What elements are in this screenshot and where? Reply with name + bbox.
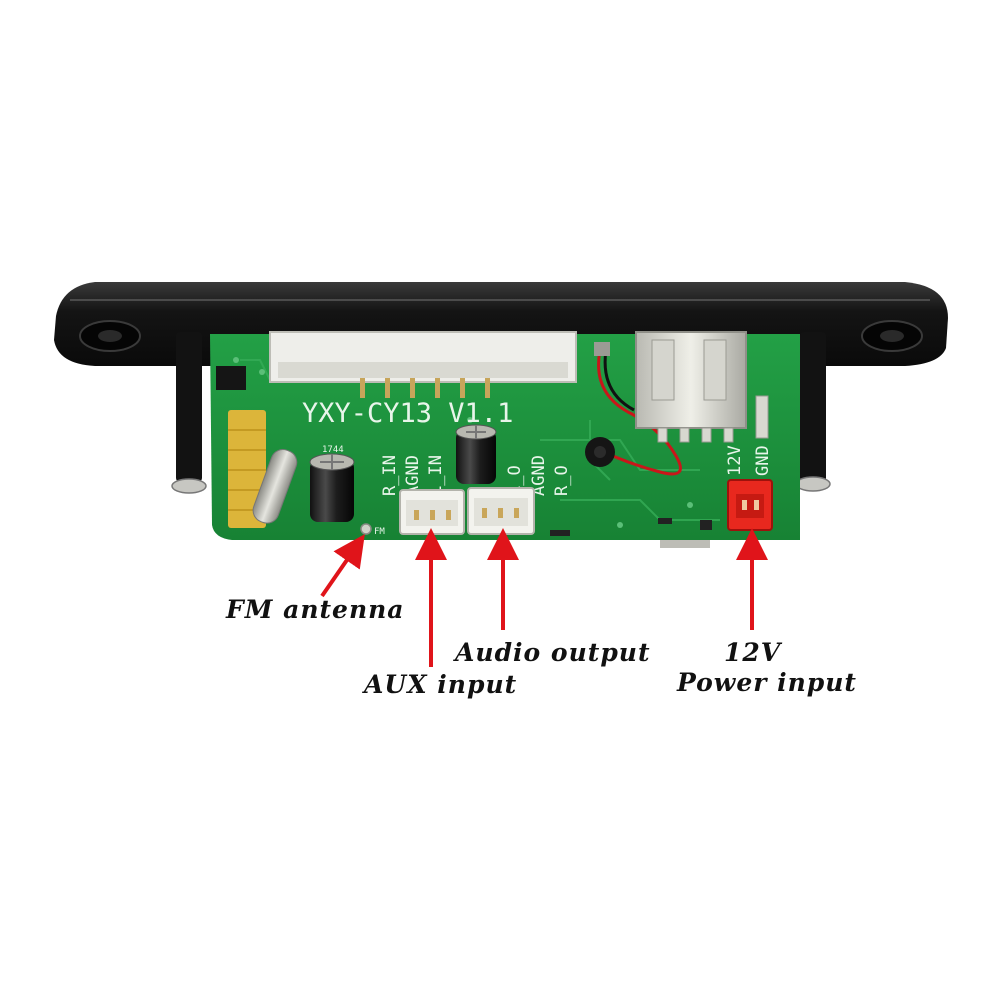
fm-mark: FM [374,527,385,537]
aux-input-label: AUX input [364,670,518,699]
aux-pin-r: R_IN [380,455,400,496]
left-mounting-post [176,332,202,482]
microphone [585,342,682,476]
usb-port [635,331,769,443]
left-screw [171,478,207,494]
fm-antenna-label: FM antenna [226,595,405,624]
right-screw [795,476,831,492]
power-input-label: Power input [677,668,857,697]
aux-pin-agnd: AGND [403,455,423,496]
out-pin-agnd: AGND [529,455,549,496]
display-connector [269,331,577,398]
out-pin-r: R_O [552,465,572,496]
right-mounting-post [800,332,826,482]
callout-arrows [320,528,768,667]
power-connector [727,479,773,531]
power-pin-12v: 12V [725,445,745,476]
fm-antenna-arrow [320,534,365,598]
audio-output-label: Audio output [455,638,651,667]
fm-antenna-pad [360,523,372,535]
electrolytic-capacitor-2 [455,424,497,484]
electrolytic-capacitor-1 [309,453,355,522]
power-voltage-label: 12V [724,638,782,667]
small-ic [216,366,246,390]
aux-input-connector [399,489,465,535]
audio-output-connector [467,487,535,535]
crystal-oscillator [252,449,298,524]
pcb-board: YXY-CY13 V1.1 1744 R_IN AGND L_IN [210,331,800,548]
aux-pin-l: L_IN [426,455,446,496]
cap-mark: 1744 [322,445,344,455]
model-label: YXY-CY13 V1.1 [302,398,513,429]
power-pin-gnd: GND [753,445,773,476]
